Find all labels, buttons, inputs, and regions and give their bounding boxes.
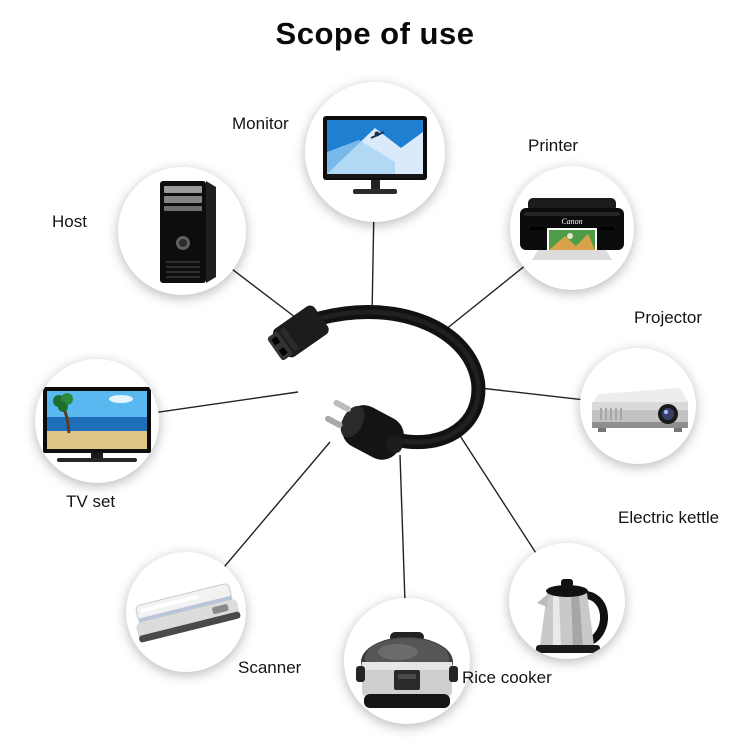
printer-image: Canon xyxy=(520,198,624,260)
device-circle-tv-set xyxy=(35,359,159,483)
rice-cooker-image xyxy=(356,632,458,708)
power-plug xyxy=(325,399,404,460)
label-printer: Printer xyxy=(528,136,579,155)
page-title: Scope of use xyxy=(275,16,475,51)
device-circle-monitor xyxy=(305,82,445,222)
device-circle-printer: Canon xyxy=(510,166,634,290)
label-host: Host xyxy=(52,212,87,231)
printer-brand-text: Canon xyxy=(561,217,582,226)
device-circle-projector xyxy=(580,348,696,464)
label-monitor: Monitor xyxy=(232,114,289,133)
label-scanner: Scanner xyxy=(238,658,302,677)
host-image xyxy=(160,181,216,283)
device-circle-scanner xyxy=(126,552,246,672)
electric-kettle-image xyxy=(536,579,608,653)
monitor-image xyxy=(323,116,427,194)
label-rice-cooker: Rice cooker xyxy=(462,668,552,687)
tv-set-image xyxy=(43,387,151,462)
label-tv-set: TV set xyxy=(66,492,116,511)
scanner-image xyxy=(135,583,241,643)
device-circle-electric-kettle xyxy=(509,543,625,659)
projector-image xyxy=(592,388,688,432)
label-projector: Projector xyxy=(634,308,703,327)
device-circle-host xyxy=(118,167,246,295)
power-cable-highlight xyxy=(318,309,481,445)
label-electric-kettle: Electric kettle xyxy=(618,508,720,527)
c13-connector xyxy=(267,305,329,361)
device-circle-rice-cooker xyxy=(344,598,470,724)
